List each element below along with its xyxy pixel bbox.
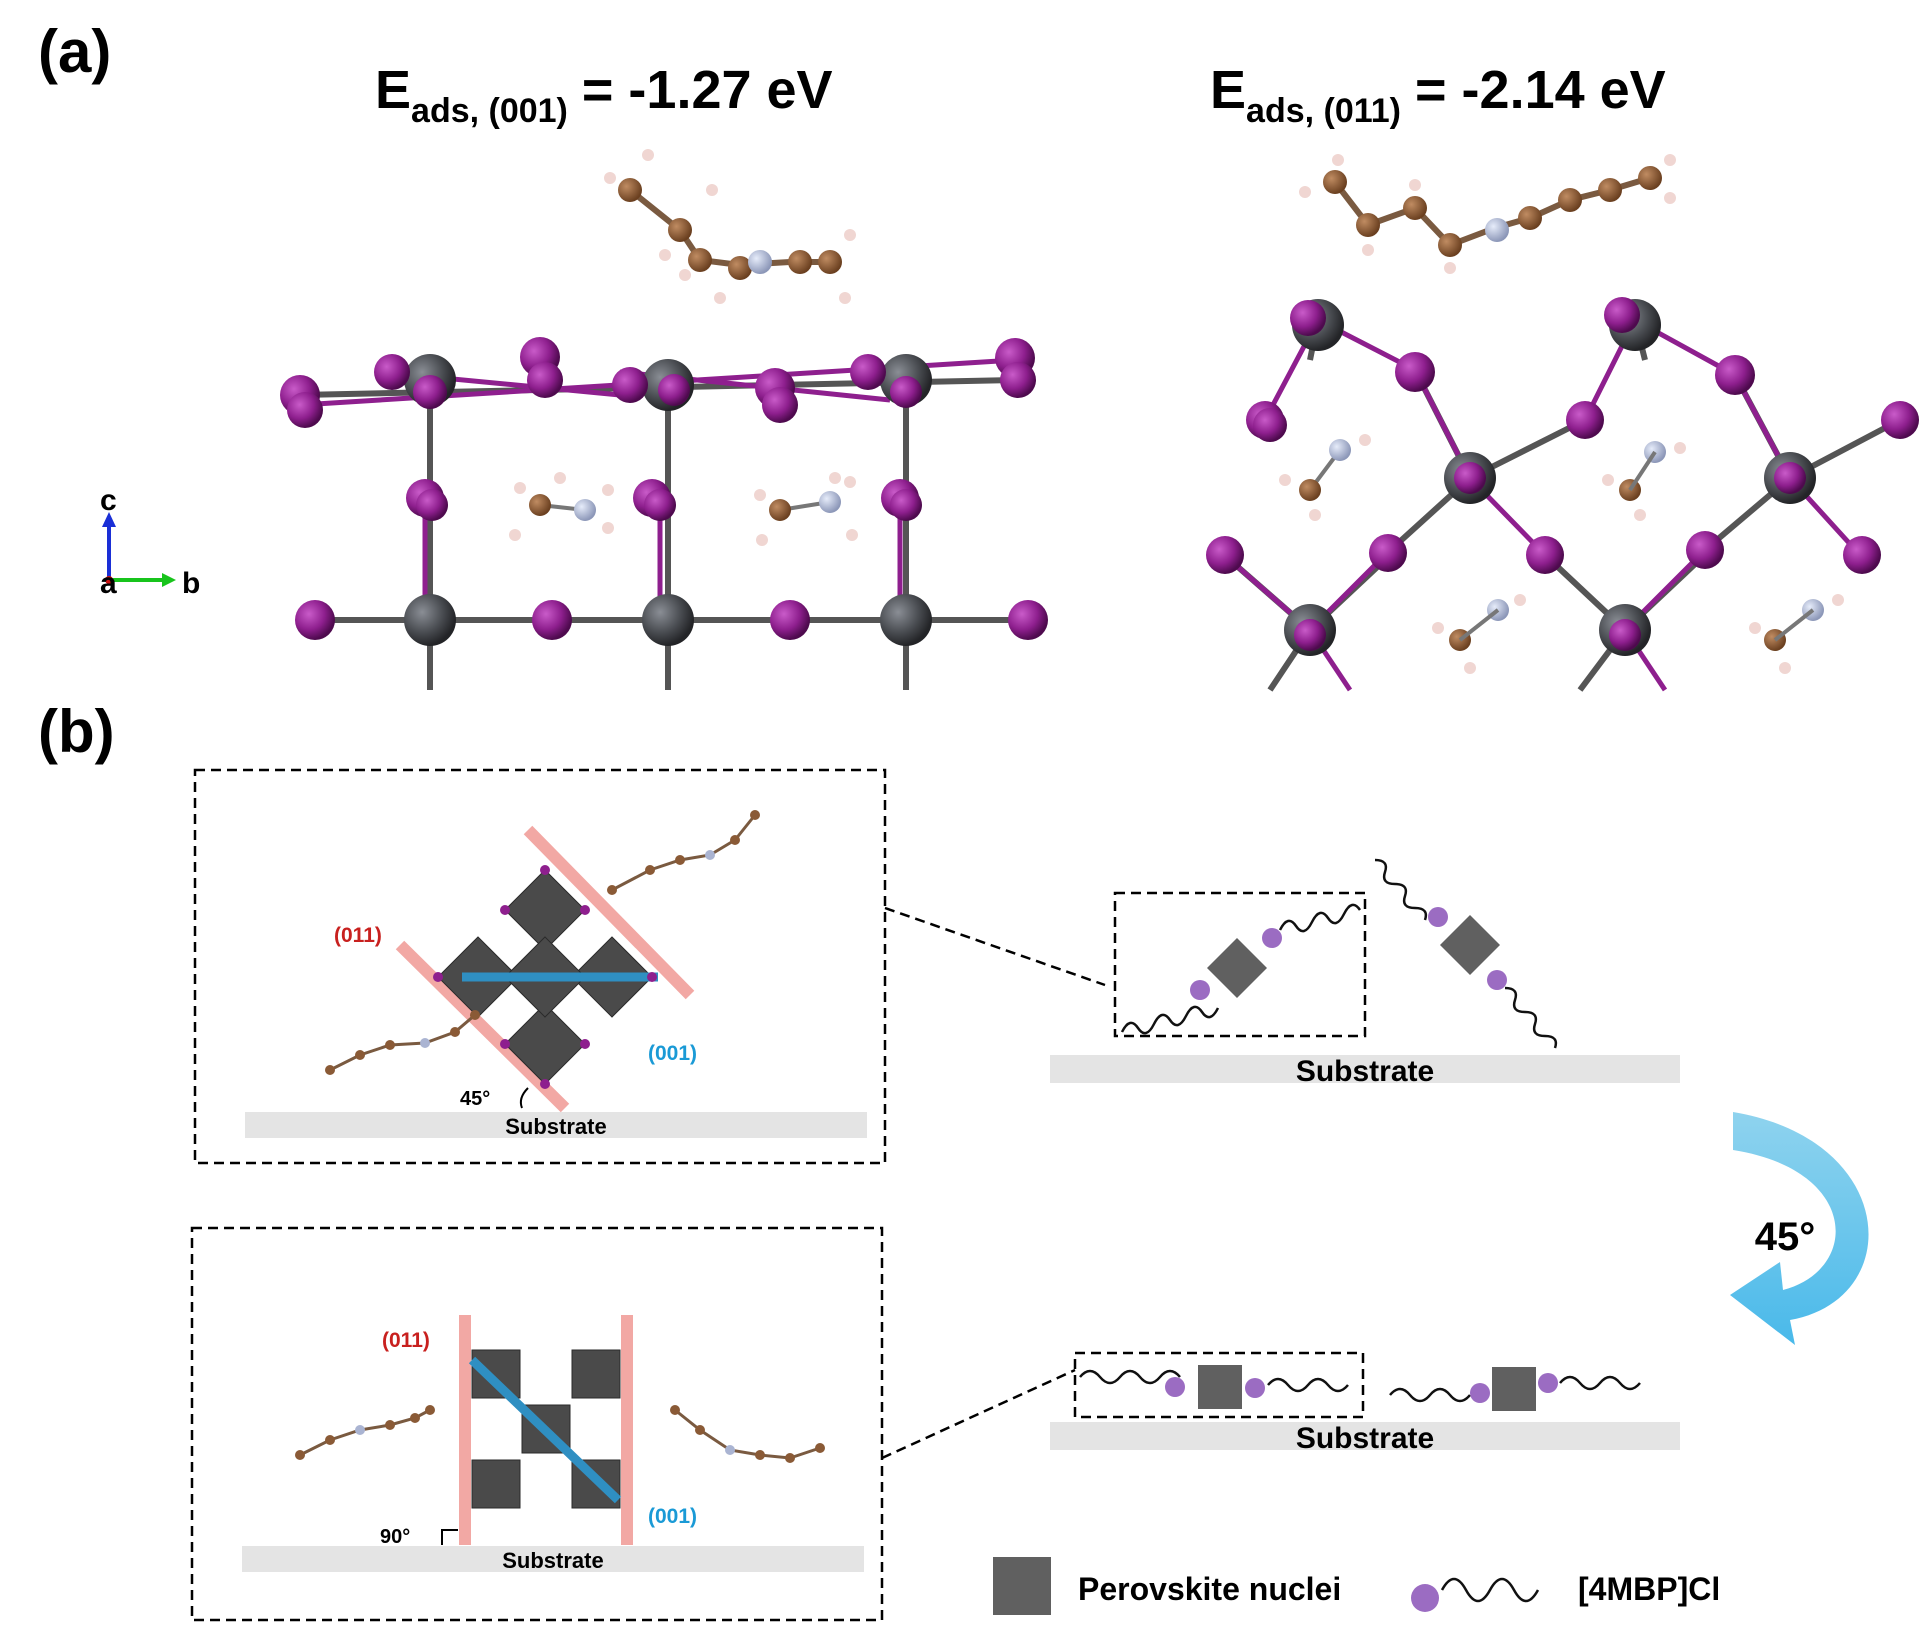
perovskite-nucleus (1492, 1367, 1536, 1411)
angle-label: 90° (380, 1526, 410, 1548)
perovskite-nucleus (1440, 915, 1500, 975)
ligand-head (1262, 928, 1282, 948)
perovskite-nucleus (1207, 938, 1267, 998)
plane-011-label: (011) (382, 1329, 430, 1352)
ligand-chain (1278, 903, 1362, 933)
methylammonium-cation (509, 472, 858, 546)
svg-text:Eads, (011)= -2.14 eV: Eads, (011)= -2.14 eV (1210, 60, 1666, 130)
iodide-atom (1206, 297, 1919, 651)
octahedra-45 (437, 869, 653, 1085)
ligand-head (1538, 1373, 1558, 1393)
angle-arc (519, 1087, 529, 1109)
connector-line (881, 1368, 1076, 1460)
legend-ligand-chain (1440, 1577, 1540, 1603)
axes-triad: c a b (100, 484, 200, 600)
schematic-flat: Substrate (1050, 1351, 1680, 1455)
legend-ligand-label: [4MBP]Cl (1578, 1571, 1720, 1607)
ligand-head (1245, 1378, 1265, 1398)
ligand-head (1470, 1383, 1490, 1403)
substrate-label: Substrate (1296, 1055, 1434, 1088)
substrate-label: Substrate (1296, 1422, 1434, 1455)
substrate-bar (1050, 1055, 1680, 1083)
plane-011-line (523, 825, 695, 1000)
4mbp-molecule (604, 149, 856, 304)
axis-b-label: b (182, 567, 200, 600)
crystal-011-structure (1206, 154, 1919, 692)
ligand-head (1428, 907, 1448, 927)
inset-90-degree: Substrate (011) (001) 90° (190, 1226, 884, 1622)
4mbp-molecule (295, 1405, 825, 1463)
ligand-chain (1559, 1375, 1641, 1391)
panel-a-label: (a) (38, 18, 111, 85)
angle-mark (441, 1529, 458, 1545)
plane-001-line (468, 1356, 622, 1504)
4mbp-molecule (325, 810, 760, 1075)
inset-45-degree: Substrate (011) (001) 45° (193, 768, 887, 1165)
axis-c-label: c (100, 484, 117, 517)
ligand-head (1487, 970, 1507, 990)
methylammonium-cation (1279, 434, 1844, 674)
adsorption-energy-011: Eads, (011)= -2.14 eV (1210, 60, 1666, 130)
rotation-arrow: 45° (1730, 1112, 1869, 1345)
perovskite-nucleus (1198, 1365, 1242, 1409)
ligand-chain (1389, 1387, 1471, 1403)
substrate-bar (1050, 1422, 1680, 1450)
schematic-tilted: Substrate (1050, 858, 1680, 1088)
legend-nuclei-swatch (993, 1557, 1051, 1615)
legend-ligand-head (1411, 1584, 1439, 1612)
iodide-atom (280, 337, 1048, 640)
plane-001-label: (001) (648, 1042, 697, 1065)
connector-line (884, 906, 1106, 987)
svg-text:Eads, (001)= -1.27 eV: Eads, (001)= -1.27 eV (375, 60, 833, 130)
legend-nuclei-label: Perovskite nuclei (1078, 1571, 1341, 1607)
angle-label: 45° (460, 1088, 490, 1110)
ligand-chain (1120, 1005, 1220, 1035)
ligand-chain (1374, 858, 1428, 921)
axis-a-label: a (100, 567, 117, 600)
substrate-bar (242, 1546, 864, 1572)
panel-b-label: (b) (38, 698, 115, 765)
bridging-iodide (433, 865, 657, 1089)
lead-atom (1284, 299, 1816, 656)
plane-001-label: (001) (648, 1505, 697, 1528)
ligand-head (1165, 1377, 1185, 1397)
plane-011-label: (011) (334, 924, 382, 947)
ligand-chain (1504, 986, 1558, 1049)
plane-011-line (395, 940, 570, 1113)
rotation-label: 45° (1755, 1215, 1816, 1259)
4mbp-molecule (1299, 154, 1676, 274)
adsorption-energy-001: Eads, (001)= -1.27 eV (375, 60, 833, 130)
ligand-chain (1079, 1369, 1181, 1385)
ligand-chain (1267, 1377, 1349, 1393)
substrate-label: Substrate (502, 1548, 603, 1573)
legend: Perovskite nuclei [4MBP]Cl (993, 1557, 1720, 1615)
substrate-label: Substrate (505, 1114, 606, 1139)
crystal-001-structure (280, 149, 1048, 690)
substrate-bar (245, 1112, 867, 1138)
ligand-head (1190, 980, 1210, 1000)
